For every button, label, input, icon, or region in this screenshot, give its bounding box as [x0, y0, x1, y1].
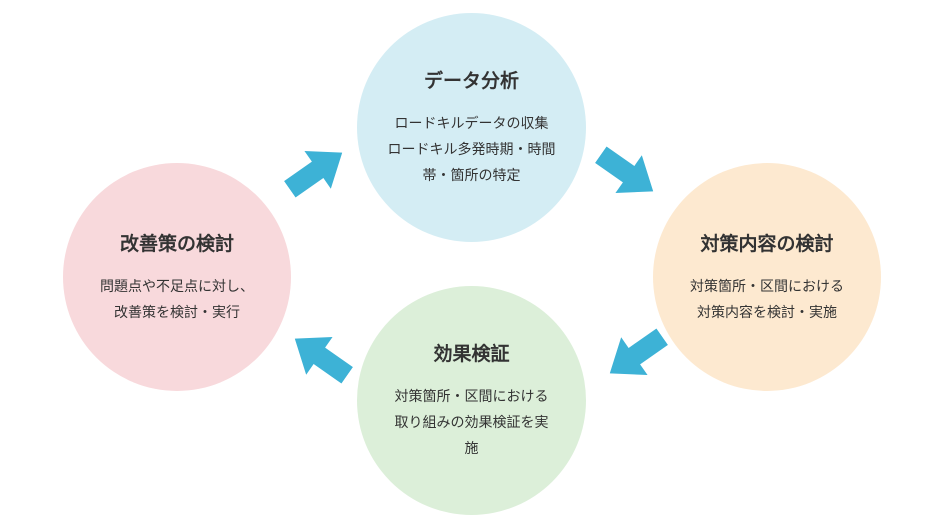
step-title: 効果検証 [433, 343, 510, 365]
step-title: 対策内容の検討 [700, 232, 834, 255]
description-line: 改善策を検討・実行 [114, 304, 240, 321]
arrow-icon [595, 146, 654, 193]
description-line: 問題点や不足点に対し、 [100, 278, 254, 295]
arrow-icon [294, 337, 353, 384]
step-description: ロードキルデータの収集 ロードキル多発時期・時間 帯・箇所の特定 [388, 111, 556, 189]
step-description: 対策箇所・区間における 取り組みの効果検証を実 施 [395, 384, 549, 462]
step-data-analysis: データ分析 ロードキルデータの収集 ロードキル多発時期・時間 帯・箇所の特定 [357, 13, 586, 242]
description-line: 取り組みの効果検証を実 [394, 415, 549, 431]
arrow-icon [284, 151, 343, 198]
description-line: ロードキルデータの収集 [394, 116, 549, 132]
step-title: 改善策の検討 [119, 232, 234, 255]
step-description: 問題点や不足点に対し、 改善策を検討・実行 [100, 274, 254, 326]
step-effect-verification: 効果検証 対策箇所・区間における 取り組みの効果検証を実 施 [357, 286, 586, 515]
step-title: データ分析 [423, 70, 519, 92]
step-measures-review: 対策内容の検討 対策箇所・区間における 対策内容を検討・実施 [653, 163, 881, 391]
description-line: ロードキル多発時期・時間 [387, 142, 556, 158]
description-line: 対策箇所・区間における [394, 389, 549, 405]
step-improvement-review: 改善策の検討 問題点や不足点に対し、 改善策を検討・実行 [63, 163, 291, 391]
arrow-icon [609, 328, 668, 375]
description-line: 帯・箇所の特定 [422, 168, 521, 184]
description-line: 対策内容を検討・実施 [697, 304, 837, 321]
description-line: 施 [464, 441, 479, 457]
step-description: 対策箇所・区間における 対策内容を検討・実施 [690, 274, 844, 326]
description-line: 対策箇所・区間における [690, 278, 844, 295]
